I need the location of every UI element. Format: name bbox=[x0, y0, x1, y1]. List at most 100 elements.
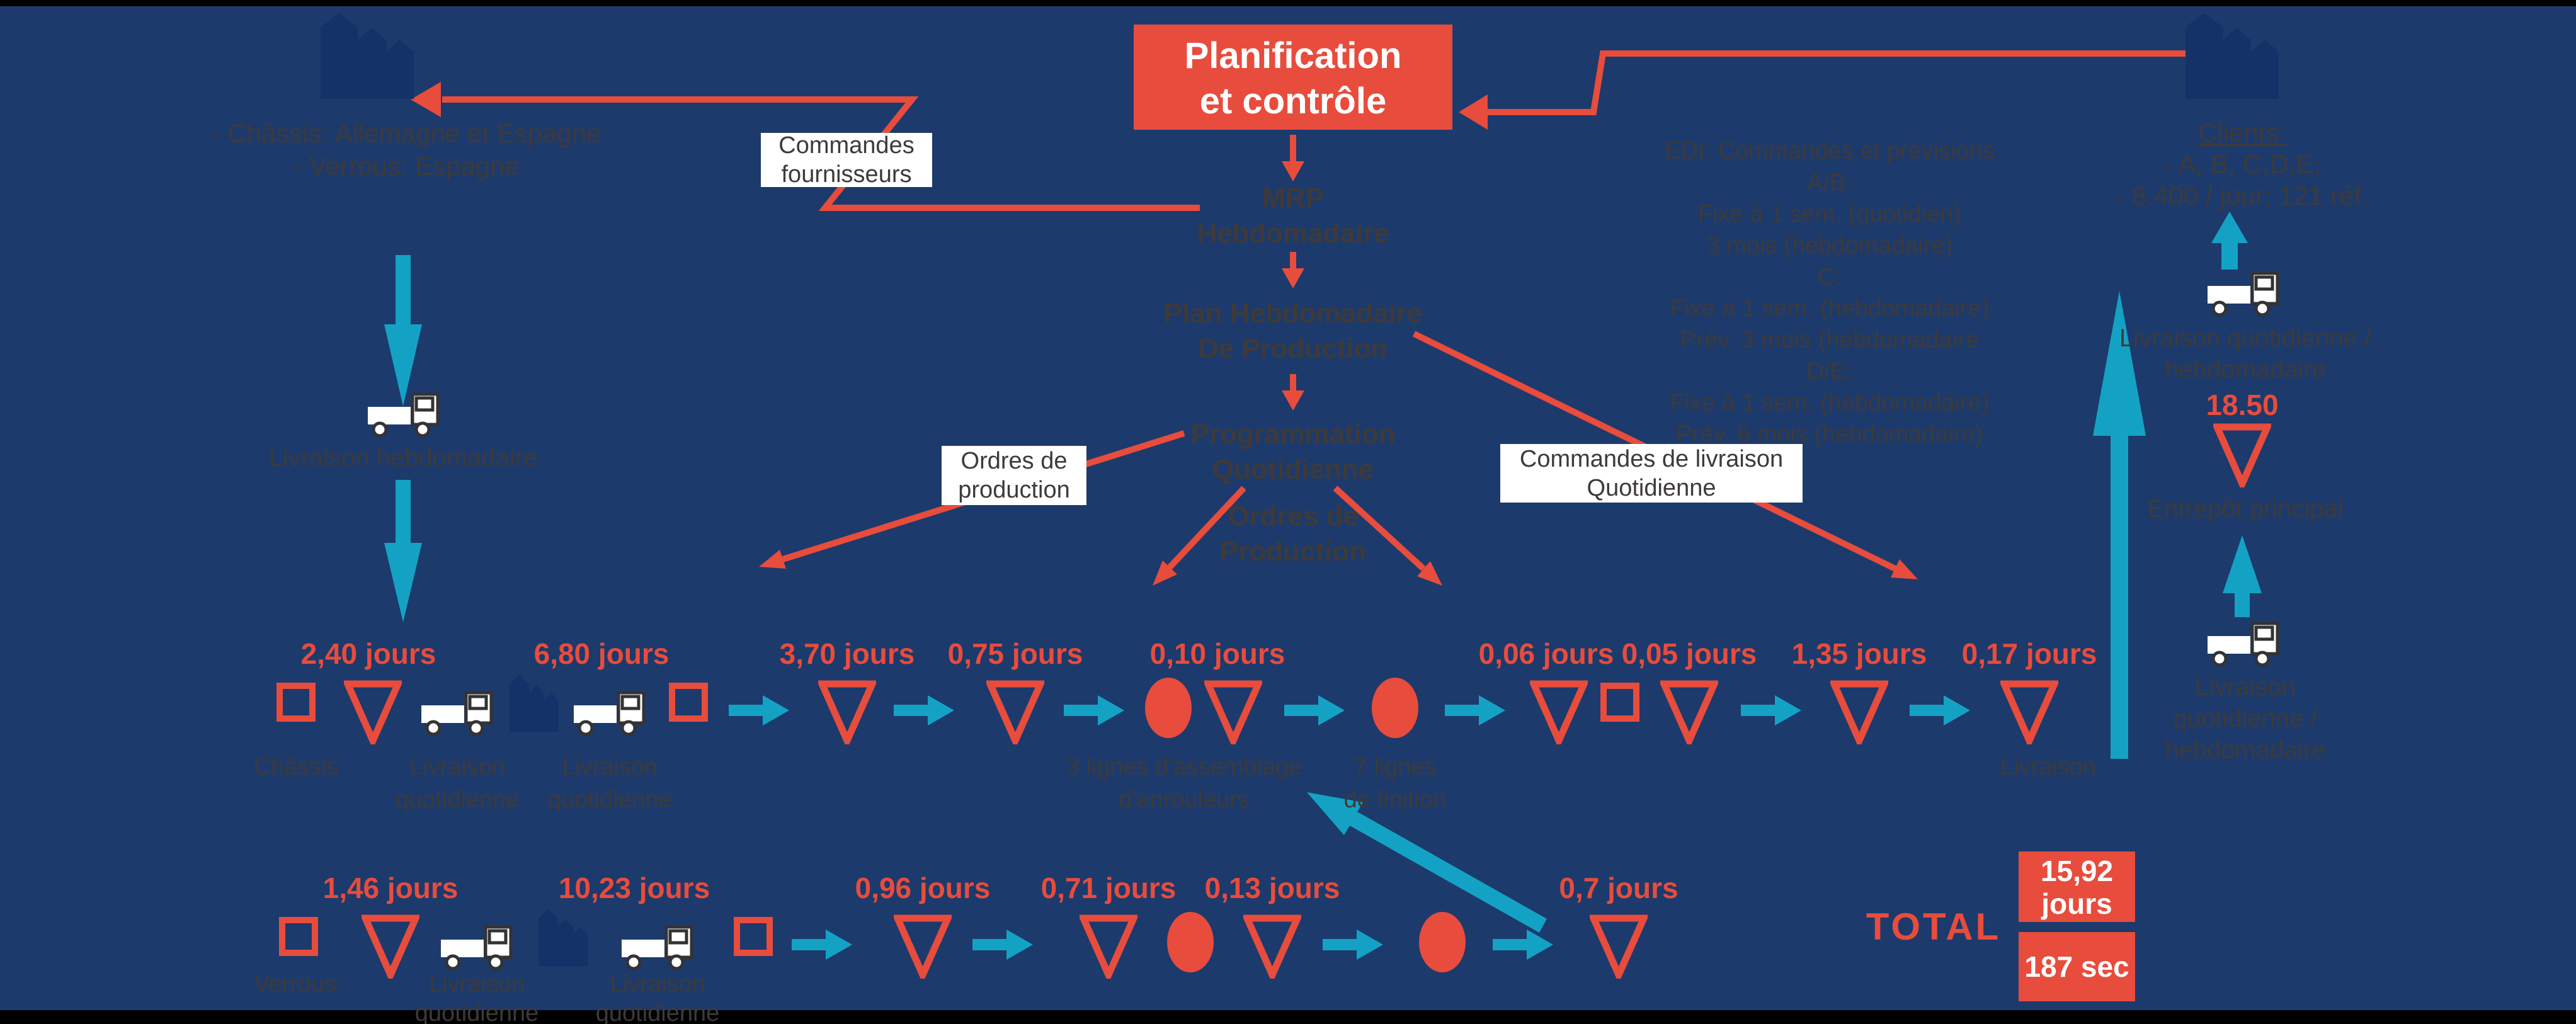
process-sublabel: Châssis bbox=[151, 751, 441, 783]
process-sublabel-line: 3 lignes d'assemblage bbox=[1066, 754, 1302, 780]
truck-icon bbox=[440, 921, 514, 974]
process-circle-icon bbox=[1419, 912, 1466, 972]
label-line: Commandes bbox=[778, 132, 915, 159]
inventory-triangle-icon bbox=[816, 680, 878, 749]
client-title: Clients: bbox=[2197, 118, 2287, 147]
flow-arrow-icon bbox=[1445, 695, 1505, 729]
supplier-description-line: - Châssis: Allemagne et Espagne bbox=[211, 118, 601, 148]
lead-time-label: 0,06 jours bbox=[1478, 637, 1614, 670]
process-sublabel-line: Livraison bbox=[428, 971, 525, 998]
planning-step-line: De Production bbox=[1198, 333, 1388, 364]
warehouse-name: Entrepôt principal bbox=[2147, 495, 2344, 523]
letterbox-bottom bbox=[0, 1010, 2576, 1024]
supplier-delivery-label: Livraison hebdomadaire bbox=[268, 444, 538, 472]
planning-down-arrowheads bbox=[1282, 161, 1304, 411]
process-circle-icon bbox=[1145, 678, 1192, 738]
planning-control-box-line: Planification bbox=[1184, 35, 1402, 76]
lead-time-label: 0,17 jours bbox=[1961, 637, 2097, 670]
process-sublabel-line: Livraison bbox=[409, 754, 506, 780]
supplier-delivery-arrow-bottom bbox=[384, 480, 422, 622]
planning-step-line: Hebdomadaire bbox=[1197, 218, 1389, 249]
lead-time-label: 0,71 jours bbox=[1040, 872, 1177, 904]
process-sublabel-line: quotidienne bbox=[414, 1000, 539, 1024]
inventory-triangle-icon bbox=[984, 680, 1046, 749]
truck-icon bbox=[2206, 617, 2281, 671]
inventory-triangle-icon bbox=[1202, 680, 1264, 749]
inventory-triangle-icon bbox=[1078, 914, 1139, 984]
client-description-line: - A, B, C,D,E; bbox=[2163, 149, 2321, 179]
lead-time-label: 1,35 jours bbox=[1791, 637, 1927, 670]
client-description: - A, B, C,D,E;- 8.400 / jour; 121 réf. bbox=[2053, 149, 2431, 212]
label-line: Quotidienne bbox=[1587, 474, 1716, 501]
process-sublabel-line: quotidienne bbox=[547, 787, 672, 813]
supplier-description-line: - Verrous: Espagne bbox=[293, 151, 520, 181]
process-sublabel: 7 lignes de finition bbox=[1250, 751, 1540, 816]
truck-icon bbox=[573, 686, 647, 740]
delivery-label-line: Livraison quotidienne / bbox=[2119, 324, 2372, 352]
warehouse-stock-days: 18.50 bbox=[2206, 389, 2279, 421]
delivery-label-line: hebdomadaire bbox=[2165, 356, 2326, 384]
edi-line: 3 mois (hebdomadaire) bbox=[1706, 232, 1953, 259]
planning-step-line: MRP bbox=[1262, 183, 1324, 213]
label-line: Ordres de bbox=[960, 448, 1068, 474]
edi-line: Prév. 3 mois (hebdomadaire bbox=[1680, 327, 1980, 353]
total-line: 15,92 bbox=[2040, 855, 2114, 887]
edi-line: Prév. 6 mois (hebdomadaire) bbox=[1676, 421, 1983, 448]
total-process-time-box: 187 sec bbox=[2019, 932, 2135, 1001]
flow-arrow-icon bbox=[1493, 930, 1553, 963]
process-sublabel-line: quotidienne bbox=[395, 787, 520, 813]
lead-time-label: 0,7 jours bbox=[1559, 872, 1678, 904]
stock-square-icon bbox=[734, 917, 773, 956]
flow-arrow-icon bbox=[972, 930, 1033, 963]
process-sublabel: Livraison quotidienne bbox=[312, 751, 602, 816]
process-sublabel-line: quotidienne bbox=[595, 1000, 720, 1024]
edi-line: Fixe à 1 sem. (quotidien) bbox=[1697, 201, 1962, 227]
planning-step-line: Ordres de bbox=[1228, 501, 1359, 532]
flow-arrow-icon bbox=[792, 930, 852, 963]
process-sublabel: Livraison bbox=[1903, 751, 2193, 783]
stock-square-icon bbox=[279, 917, 318, 956]
flow-arrow-icon bbox=[1910, 695, 1970, 729]
process-sublabel-line: Livraison bbox=[561, 754, 658, 780]
lead-time-label: 0,10 jours bbox=[1149, 637, 1285, 670]
truck-icon bbox=[2206, 267, 2281, 321]
truck-icon bbox=[367, 388, 441, 441]
lead-time-label: 10,23 jours bbox=[558, 872, 710, 904]
process-sublabel: Verrous: bbox=[154, 970, 443, 999]
shipment-up-arrow-tall bbox=[2093, 291, 2146, 759]
production-order-arrowheads bbox=[759, 550, 1918, 586]
inventory-triangle-icon bbox=[1828, 680, 1890, 749]
inventory-triangle-icon bbox=[1998, 680, 2060, 749]
inventory-triangle-icon bbox=[2211, 423, 2273, 492]
delivery-label-line: hebdomadaire bbox=[2165, 736, 2326, 764]
lead-time-label: 0,13 jours bbox=[1204, 872, 1340, 904]
edi-line: A/B: bbox=[1807, 169, 1852, 196]
process-sublabel-line: de finition bbox=[1343, 787, 1447, 813]
stock-square-icon bbox=[669, 683, 708, 722]
total-line: jours bbox=[2041, 887, 2112, 920]
edi-line: D/E: bbox=[1806, 358, 1853, 385]
planning-step-line: Quotidienne bbox=[1212, 454, 1374, 485]
process-sublabel-line: 7 lignes bbox=[1354, 754, 1437, 780]
edi-line: C: bbox=[1818, 264, 1842, 290]
process-sublabel-line: Livraison bbox=[609, 971, 706, 998]
lead-time-label: 3,70 jours bbox=[779, 637, 915, 670]
stock-square-icon bbox=[1600, 683, 1639, 722]
delivery-label-line: quotidienne / bbox=[2173, 705, 2318, 732]
lead-time-label: 1,46 jours bbox=[322, 872, 459, 904]
lead-time-label: 0,75 jours bbox=[947, 637, 1083, 670]
edi-line: Fixe à 1 sem. (hebdomadaire) bbox=[1670, 295, 1990, 322]
process-sublabel-line: Livraison bbox=[2000, 754, 2097, 780]
subflow-to-assembly-arrow bbox=[1307, 792, 1547, 933]
client-order-arrowhead bbox=[1459, 94, 1488, 130]
